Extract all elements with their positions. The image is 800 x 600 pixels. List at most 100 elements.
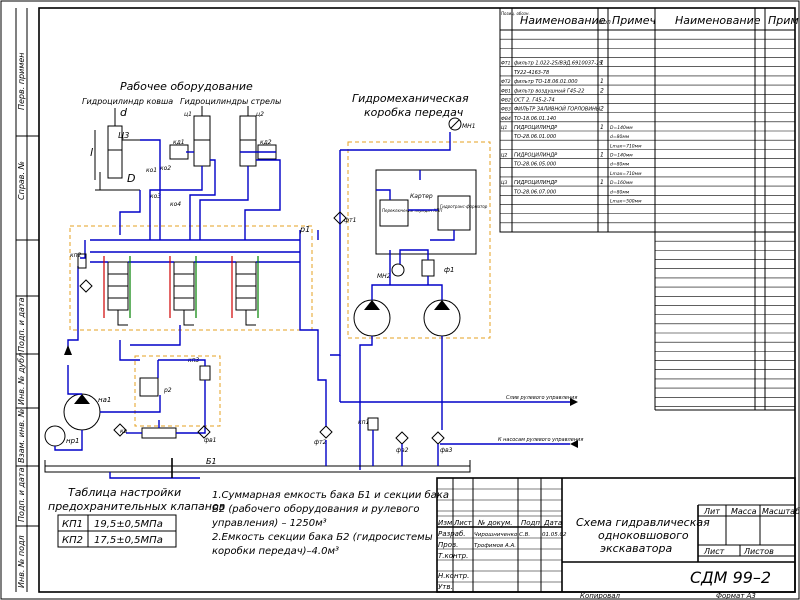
boom-cylinders-label: Гидроцилиндры стрелы [180, 97, 281, 106]
tb-prov: Пров. [438, 541, 458, 549]
label-ts1: ц1 [184, 111, 192, 118]
note-line-2: Б2 (рабочего оборудования и рулевого [212, 503, 420, 515]
spec-cell-note: D=140мм [610, 125, 633, 131]
label-ko3: ко3 [150, 193, 161, 200]
tb-copied: Копировал [580, 592, 621, 600]
distributor-section-1 [107, 261, 129, 326]
label-np1: нр1 [66, 437, 79, 445]
note-line-4: 2.Емкость секции бака Б2 (гидросистемы [212, 531, 433, 543]
side-stamp-cell-2: Справ. № [17, 161, 26, 200]
label-kp1: кп1 [358, 419, 369, 426]
spec-cell-qty: 1 [600, 179, 604, 186]
tb-format: Формат А3 [716, 592, 756, 600]
tb-utv: Утв. [438, 583, 453, 591]
tb-scale: Масштаб [762, 507, 800, 516]
spec-cell-pos: Ц3 [501, 180, 507, 186]
filter-ft2 [319, 425, 333, 439]
spec-cell-note: Lmax=710мм [610, 171, 642, 177]
pump-block-boundary [134, 355, 221, 427]
spec-header-name: Наименование [520, 14, 606, 27]
spec-cell-note: d=80мм [610, 134, 630, 140]
spec-cell-name: ТО-18.06.01.140 [514, 116, 556, 122]
valve-row-2-value: 17,5±0,5МПа [94, 535, 163, 546]
spec-cell-note: d=80мм [610, 162, 630, 168]
spec-cell-pos: Ц2 [501, 153, 507, 159]
tb-name-razrab: Чирошниченко С.В. [474, 532, 530, 538]
valve-row-1-value: 19,5±0,5МПа [94, 519, 163, 530]
tb-tkontr: Т.контр. [438, 552, 468, 560]
spec-header-note: Примеч [612, 14, 656, 27]
arrow-label-2: К насосам рулевого управления [498, 437, 583, 443]
label-kd2: кд2 [260, 139, 272, 146]
spec-cell-pos: ФВ1 [501, 88, 511, 94]
label-ko4: ко4 [170, 201, 181, 208]
spec-cell-name: ТО-28.06.01.000 [514, 134, 556, 140]
spec-header-note2: Прим [768, 14, 799, 27]
control-block-boundary [69, 225, 313, 331]
pressure-gauge-mn1-icon [448, 117, 462, 131]
tb-hdr-doc: № докум. [477, 519, 513, 527]
side-stamp-cell-4: Инв. № дубл [17, 353, 26, 405]
spec-cell-name: ОСТ 2. Г45-2-74 [514, 97, 555, 103]
spec-cell-name: фильтр ТО-18.06.01.000 [514, 79, 578, 85]
label-ft2: фт2 [314, 439, 327, 446]
gearbox-title-1: Гидромеханическая [352, 92, 469, 105]
tb-razrab: Разраб. [438, 530, 466, 538]
spec-cell-name: фильтр воздушный Г45-22 [514, 88, 584, 94]
label-na1: на1 [98, 396, 111, 404]
spec-cell-name: ГИДРОЦИЛИНДР [514, 180, 557, 186]
arrow-label-1: Слив рулевого управления [506, 395, 577, 401]
spec-table: Позиц. обозн. Наименование Кол Примеч На… [499, 7, 799, 233]
side-stamp-cell-1: Перв. примен [17, 52, 26, 110]
spec-cell-qty: 2 [600, 106, 604, 113]
label-ko1: ко1 [146, 167, 157, 174]
check-valve-kd1 [169, 144, 189, 160]
blank-list-area [654, 232, 795, 411]
side-stamp-cell-5: Взам. инв. № [17, 409, 26, 463]
spec-cell-note: d=80мм [610, 189, 630, 195]
title-block: Изм Лист № докум. Подп. Дата Разраб. Про… [436, 477, 800, 600]
equipment-title: Рабочее оборудование [120, 80, 253, 93]
tb-sheet: Лист [703, 547, 725, 556]
relief-valve-p2 [139, 377, 159, 397]
label-p2: р2 [163, 387, 172, 394]
spec-cell-note: Lmax=500мм [610, 198, 642, 204]
relief-valve-kp3 [199, 365, 211, 381]
carter-block [375, 169, 477, 255]
valve-table-title-2: предохранительных клапанов [48, 500, 225, 513]
spec-cell-pos: ФВ2 [501, 97, 511, 103]
spec-cell-name: ТУ22-4163-78 [514, 70, 549, 76]
spec-cell-note: D=140мм [610, 153, 633, 159]
valve-settings-table: Таблица настройки предохранительных клап… [48, 486, 225, 548]
tb-hdr-date: Дата [543, 519, 562, 527]
label-carter: Картер [410, 193, 433, 200]
distributor-section-3 [235, 261, 257, 326]
spec-cell-pos: Ц1 [501, 125, 507, 131]
label-f1: ф1 [444, 266, 454, 274]
label-c3: Ц3 [118, 131, 129, 140]
spec-cell-qty: 1 [600, 60, 604, 67]
boom-cylinder-c2: ц2 [239, 106, 264, 167]
label-ko2: ко2 [160, 165, 171, 172]
tb-doc-title-2: одноковшового [598, 529, 689, 542]
hydrotransformer-box [437, 195, 471, 231]
label-p1: р1 [299, 225, 310, 234]
side-stamp: Перв. примен Справ. № Подп. и дата Инв. … [15, 8, 39, 592]
spec-right-grid [655, 38, 795, 224]
check-valve-diamond [79, 279, 93, 293]
filter-fv1 [197, 425, 211, 439]
pressure-gauge-mn2-icon [391, 263, 405, 277]
spec-cell-name: ГИДРОЦИЛИНДР [514, 125, 557, 131]
tb-name-prov: Трофимов А.А. [474, 543, 516, 549]
spec-cell-name: фильтр 1.022-25/ВЭД.6910037-19 [514, 61, 602, 67]
spec-cell-qty: 1 [600, 124, 604, 131]
spec-header-pos: Позиц. обозн. [501, 11, 530, 16]
spec-cell-pos: ФВ3 [501, 107, 511, 113]
label-hydrotrans: Гидротранс-форматор [440, 204, 488, 209]
label-kd1: кд1 [173, 139, 185, 146]
note-line-5: коробки передач)–4.0м³ [212, 545, 339, 557]
valve-row-2-name: КП2 [62, 535, 83, 546]
label-mn1: МН1 [462, 123, 476, 130]
